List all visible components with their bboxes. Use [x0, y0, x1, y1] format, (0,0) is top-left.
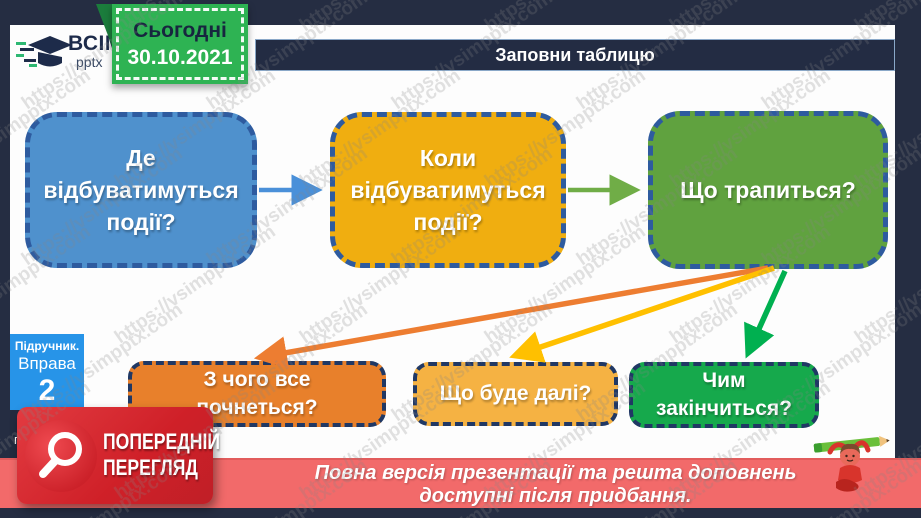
flow-box-next: Що буде далі?	[413, 362, 618, 426]
exercise-source: Підручник.	[14, 339, 80, 353]
preview-badge-circle	[25, 420, 97, 492]
purchase-banner-line2: доступні після придбання.	[419, 485, 692, 507]
preview-badge[interactable]: ПОПЕРЕДНІЙ ПЕРЕГЛЯД	[17, 407, 220, 504]
kid-with-pencil-illustration	[813, 435, 890, 492]
graduation-cap-icon	[16, 36, 72, 67]
slide-title: Заповни таблицю	[495, 44, 655, 65]
flow-box-end-label: Чим закінчиться?	[656, 368, 792, 420]
brand-sub: pptx	[76, 54, 103, 70]
preview-badge-line2: ПЕРЕГЛЯД	[103, 455, 198, 481]
date-badge: Сьогодні 30.10.2021	[112, 4, 248, 84]
flow-box-start: З чого все почнеться?	[128, 361, 386, 427]
date-badge-label: Сьогодні	[133, 18, 227, 42]
brand-logo: ВСІМ pptx	[16, 30, 122, 80]
purchase-banner-line1: Повна версія презентації та решта доповн…	[314, 462, 797, 484]
flow-box-what-happens-label: Що трапиться?	[680, 176, 856, 203]
slide-title-bar: Заповни таблицю	[255, 39, 895, 71]
flow-box-next-label: Що буде далі?	[439, 381, 592, 405]
flow-box-where-label: Де відбуватимуться події?	[43, 144, 239, 236]
exercise-word: Вправа	[18, 354, 76, 373]
flow-box-when-label: Коли відбуватимуться події?	[350, 144, 546, 236]
flow-box-what-happens: Що трапиться?	[648, 111, 888, 269]
date-badge-date: 30.10.2021	[127, 45, 233, 69]
flow-box-start-label: З чого все почнеться?	[196, 367, 318, 419]
preview-badge-line1: ПОПЕРЕДНІЙ	[103, 429, 220, 454]
magnifier-icon	[39, 432, 82, 478]
flow-box-end: Чим закінчиться?	[629, 362, 819, 428]
exercise-number: 2	[38, 374, 56, 407]
flow-box-where: Де відбуватимуться події?	[25, 112, 257, 268]
exercise-tag: Підручник. Вправа 2	[10, 334, 84, 410]
flow-box-when: Коли відбуватимуться події?	[330, 112, 566, 268]
brand-name: ВСІМ	[68, 32, 123, 55]
